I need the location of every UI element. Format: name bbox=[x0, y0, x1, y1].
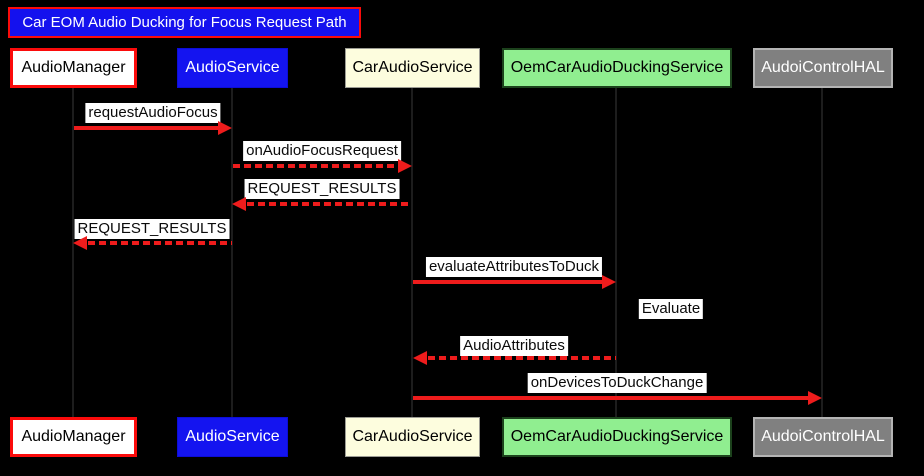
message-line-requestaudiofocus bbox=[74, 126, 220, 130]
arrowhead-right-icon bbox=[218, 121, 232, 135]
arrowhead-left-icon bbox=[73, 236, 87, 250]
message-line-request-results-1 bbox=[247, 202, 412, 206]
lifeline-oemcaraudioduckingservice bbox=[615, 88, 617, 417]
message-label-evaluate-self: Evaluate bbox=[638, 299, 704, 319]
message-label-audioattributes: AudioAttributes bbox=[460, 336, 568, 356]
message-line-onaudiofocusrequest bbox=[233, 164, 400, 168]
participant-audioservice-top: AudioService bbox=[177, 48, 288, 88]
arrowhead-right-icon bbox=[808, 391, 822, 405]
arrowhead-left-icon bbox=[413, 351, 427, 365]
participant-audiomanager-bottom: AudioManager bbox=[10, 417, 137, 457]
message-label-request-results-2: REQUEST_RESULTS bbox=[74, 219, 230, 239]
participant-caraudioservice-top: CarAudioService bbox=[345, 48, 480, 88]
participant-audoicontrolhal-bottom: AudoiControlHAL bbox=[753, 417, 893, 457]
participant-audoicontrolhal-top: AudoiControlHAL bbox=[753, 48, 893, 88]
diagram-title: Car EOM Audio Ducking for Focus Request … bbox=[8, 7, 361, 38]
message-line-request-results-2 bbox=[88, 241, 232, 245]
lifeline-audioservice bbox=[231, 88, 233, 417]
message-label-requestaudiofocus: requestAudioFocus bbox=[85, 103, 221, 123]
participant-caraudioservice-bottom: CarAudioService bbox=[345, 417, 480, 457]
message-label-evaluateattributestoduck: evaluateAttributesToDuck bbox=[425, 257, 603, 277]
participant-audioservice-bottom: AudioService bbox=[177, 417, 288, 457]
lifeline-audiomanager bbox=[72, 88, 74, 417]
lifeline-audoicontrolhal bbox=[821, 88, 823, 417]
participant-audiomanager-top: AudioManager bbox=[10, 48, 137, 88]
arrowhead-right-icon bbox=[398, 159, 412, 173]
arrowhead-left-icon bbox=[232, 197, 246, 211]
message-label-onaudiofocusrequest: onAudioFocusRequest bbox=[243, 141, 401, 161]
participant-oemcaraudioduckingservice-top: OemCarAudioDuckingService bbox=[502, 48, 732, 88]
arrowhead-right-icon bbox=[602, 275, 616, 289]
message-line-audioattributes bbox=[428, 356, 616, 360]
lifeline-caraudioservice bbox=[411, 88, 413, 417]
message-label-request-results-1: REQUEST_RESULTS bbox=[244, 179, 400, 199]
message-line-evaluateattributestoduck bbox=[413, 280, 603, 284]
participant-oemcaraudioduckingservice-bottom: OemCarAudioDuckingService bbox=[502, 417, 732, 457]
message-label-ondevicestoduckchange: onDevicesToDuckChange bbox=[527, 373, 707, 393]
message-line-ondevicestoduckchange bbox=[413, 396, 809, 400]
